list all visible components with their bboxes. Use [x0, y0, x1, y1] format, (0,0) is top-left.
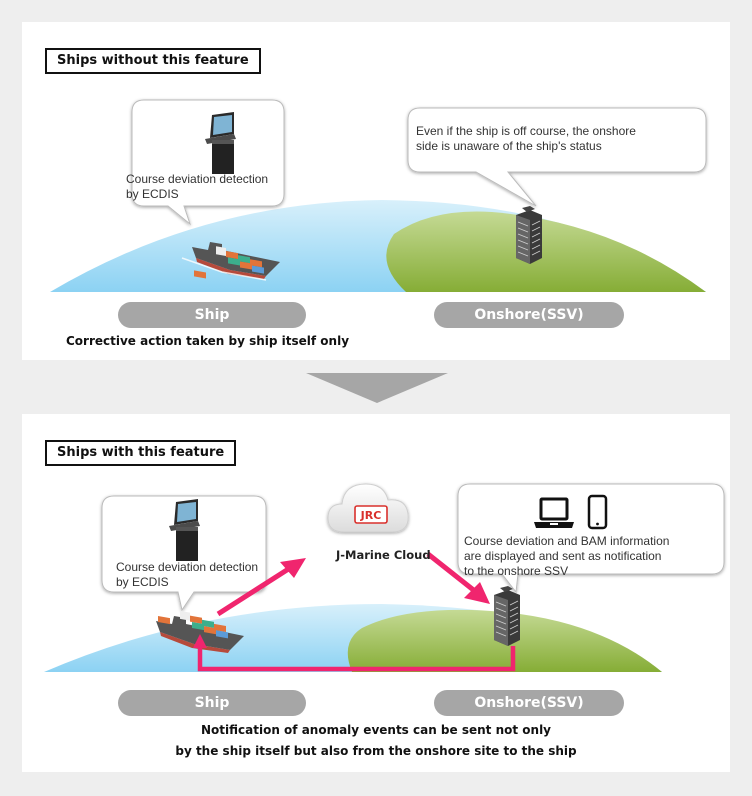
callout-line: by ECDIS: [126, 187, 179, 201]
ship-label-pill: Ship: [118, 690, 306, 716]
section-title: Ships without this feature: [45, 48, 261, 74]
caption: Corrective action taken by ship itself o…: [66, 334, 350, 348]
down-triangle-arrow-icon: [306, 373, 448, 403]
callout-line: side is unaware of the ship's status: [416, 139, 602, 153]
jrc-logo: JRC: [360, 509, 382, 522]
smartphone-icon: [587, 494, 608, 530]
arrow-ship-to-cloud: [216, 558, 306, 617]
callout-line: to the onshore SSV: [464, 564, 569, 578]
section-title: Ships with this feature: [45, 440, 237, 466]
ship-label-pill: Ship: [118, 302, 306, 328]
caption-line-1: Notification of anomaly events can be se…: [201, 723, 551, 737]
callout-line: Course deviation and BAM information: [464, 534, 670, 548]
office-building-icon: [516, 206, 542, 264]
ship-callout-bubble: [131, 99, 285, 226]
ecdis-console-icon: [169, 499, 200, 561]
onshore-callout-text: Even if the ship is off course, the onsh…: [416, 124, 636, 154]
ecdis-console-icon: [205, 112, 236, 174]
callout-line: by ECDIS: [116, 575, 169, 589]
ship-callout-text: Course deviation detection by ECDIS: [126, 172, 268, 202]
onshore-label-pill: Onshore(SSV): [434, 690, 624, 716]
callout-line: Even if the ship is off course, the onsh…: [416, 124, 636, 138]
caption-line-2: by the ship itself but also from the ons…: [175, 744, 577, 758]
panel-with-feature: Ships with this feature: [22, 414, 730, 772]
scene-illustration: [50, 99, 707, 292]
panel-without-feature: Ships without this feature: [22, 22, 730, 360]
cloud-label: J-Marine Cloud: [336, 548, 431, 562]
onshore-callout-bubble: [407, 107, 707, 207]
office-building-icon: [494, 586, 520, 646]
callout-line: Course deviation detection: [116, 560, 259, 574]
onshore-label-pill: Onshore(SSV): [434, 302, 624, 328]
callout-line: Course deviation detection: [126, 172, 269, 186]
land-area: [386, 211, 706, 292]
container-ship-icon: [181, 242, 280, 281]
arrow-cloud-to-onshore: [426, 552, 490, 604]
jrc-cloud-icon: JRC: [327, 483, 409, 533]
callout-line: are displayed and sent as notification: [464, 549, 662, 563]
laptop-icon: [534, 497, 574, 528]
onshore-callout-text: Course deviation and BAM information are…: [464, 534, 669, 579]
ship-callout-text: Course deviation detection by ECDIS: [116, 560, 258, 590]
container-ship-icon: [156, 610, 244, 653]
onshore-callout-bubble: [457, 483, 725, 594]
arrow-onshore-to-ship: [193, 634, 516, 672]
scene-illustration: JRC: [44, 483, 725, 672]
